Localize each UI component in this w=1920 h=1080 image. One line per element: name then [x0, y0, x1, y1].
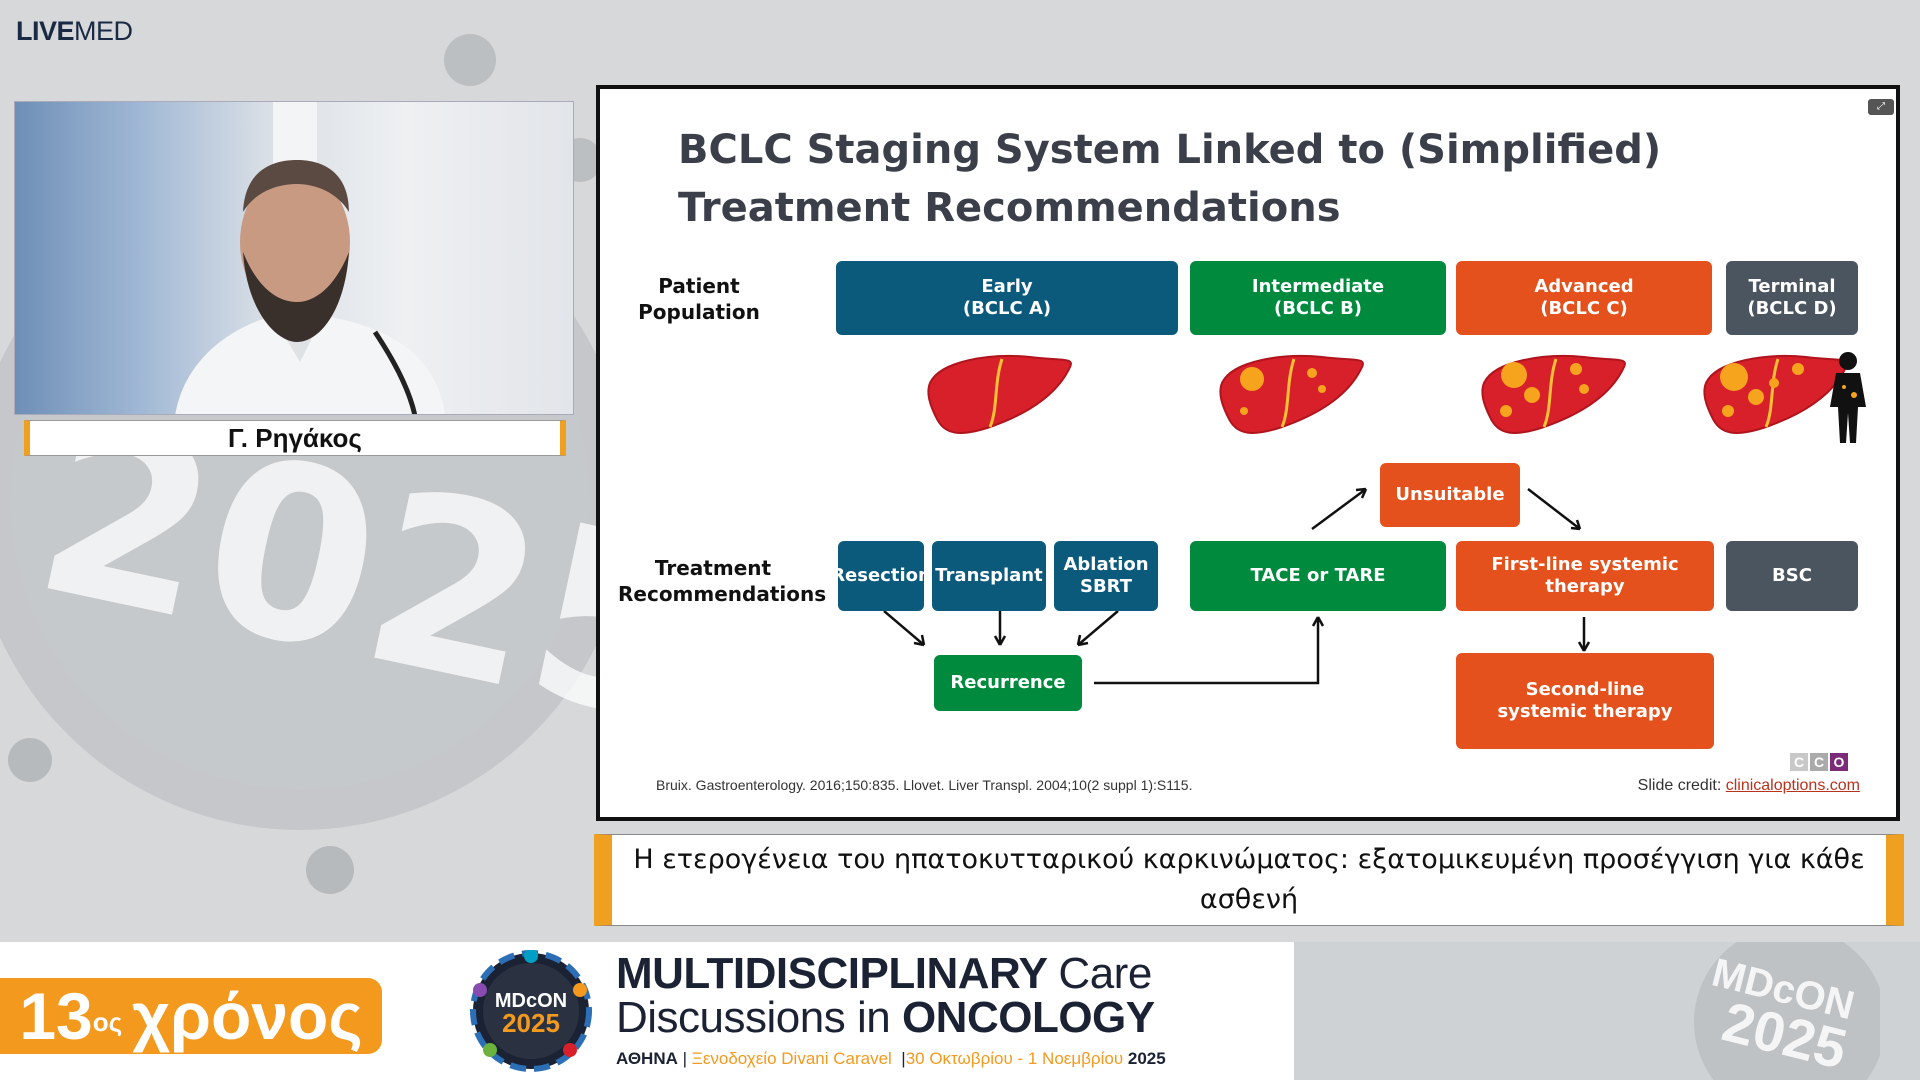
liver-advanced-icon [1480, 354, 1627, 435]
session-caption: Η ετερογένεια του ηπατοκυτταρικού καρκιν… [594, 834, 1904, 926]
treatment-resection: Resection [831, 541, 931, 611]
liver-early-icon [926, 354, 1073, 435]
slide-title: BCLC Staging System Linked to (Simplifie… [678, 127, 1662, 231]
event-venue: ΑΘΗΝΑ | Ξενοδοχείο Divani Caravel |30 Οκ… [616, 1049, 1166, 1068]
credit-link[interactable]: clinicaloptions.com [1725, 777, 1860, 794]
node-recurrence: Recurrence [934, 655, 1082, 711]
speaker-name-bar: Γ. Ρηγάκος [24, 420, 566, 456]
mdcon-logo-badge: MDcON 2025 [470, 950, 592, 1072]
patient-person-icon [1830, 352, 1866, 443]
presentation-slide: BCLC Staging System Linked to (Simplifie… [596, 85, 1900, 821]
treatment-tace-tare: TACE or TARE [1190, 541, 1446, 611]
speaker-figure [175, 160, 445, 414]
event-subtitle: Discussions in ONCOLOGY [616, 993, 1155, 1042]
treatment-bsc: BSC [1726, 541, 1858, 611]
row-label-treatment: Treatment Recommendations [618, 556, 827, 606]
speaker-video [14, 101, 574, 415]
treatment-second-line: Second-line systemic therapy [1456, 653, 1714, 749]
liver-intermediate-icon [1218, 354, 1365, 435]
row-label-population: Patient Population [638, 274, 760, 324]
treatment-transplant: Transplant [932, 541, 1046, 611]
slide-reference: Bruix. Gastroenterology. 2016;150:835. L… [656, 777, 1193, 793]
node-unsuitable: Unsuitable [1380, 463, 1520, 527]
mdcon-corner-watermark: MDcON 2025 [1694, 942, 1880, 1080]
liver-illustrations [883, 352, 1866, 685]
treatment-first-line: First-line systemic therapy [1456, 541, 1714, 611]
stage-terminal: Terminal(BCLC D) [1726, 261, 1858, 335]
treatment-ablation: Ablation SBRT [1054, 541, 1158, 611]
badge-bottom-text: 2025 [502, 1008, 560, 1038]
badge-top-text: MDcON [495, 990, 567, 1012]
livemed-logo: LIVEMED [16, 16, 133, 46]
stage-early: Early(BCLC A) [836, 261, 1178, 335]
slide-credit: Slide credit: clinicaloptions.com [1637, 777, 1860, 794]
liver-terminal-icon [1702, 354, 1849, 435]
stage-intermediate: Intermediate(BCLC B) [1190, 261, 1446, 335]
stage-advanced: Advanced(BCLC C) [1456, 261, 1712, 335]
event-title: MULTIDISCIPLINARY Care [616, 949, 1152, 998]
flow-arrows [883, 487, 1591, 685]
expand-icon[interactable]: ⤢ [1868, 99, 1894, 115]
